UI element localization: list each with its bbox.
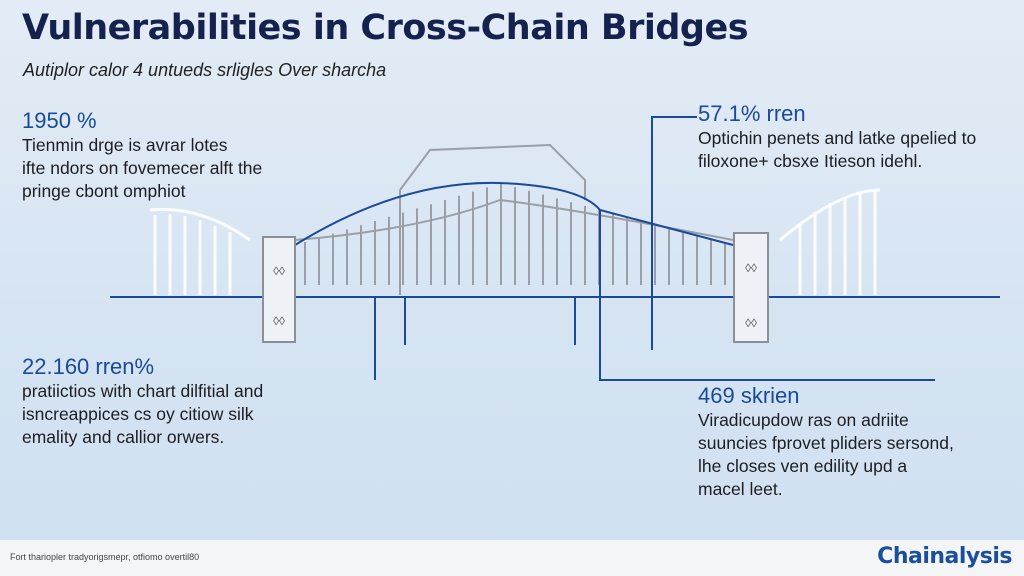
svg-text:◊◊: ◊◊ (745, 316, 757, 330)
stat-line: macel leet. (698, 479, 783, 499)
stat-top-right: 57.1% rren Optichin penets and latke qpe… (698, 101, 976, 173)
stat-line: Optichin penets and latke qpelied to (698, 128, 977, 148)
left-tower: ◊◊ ◊◊ (262, 236, 296, 343)
subtitle: Autiplor calor 4 untueds srligles Over s… (23, 60, 387, 80)
stat-value: 57.1% rren (698, 101, 806, 126)
footer: Fort thariopler tradyorigsmepr, otfiomo … (0, 540, 1024, 576)
stat-line: filoxone+ cbsxe Itieson idehl. (698, 151, 923, 171)
stat-line: emality and callior orwers. (22, 427, 225, 447)
svg-text:◊◊: ◊◊ (273, 314, 285, 328)
svg-text:◊◊: ◊◊ (273, 264, 285, 278)
stat-line: isncreappices cs oy citiow silk (22, 404, 254, 424)
stat-line: pratiictios with chart dilfitial and (22, 381, 264, 401)
stat-line: Viradicupdow ras on adriite (698, 410, 909, 430)
stat-line: Tienmin drge is avrar lotes (22, 135, 228, 155)
bridge-deck-lines (110, 116, 1000, 381)
right-ramp (779, 188, 881, 295)
stat-value: 1950 % (22, 108, 97, 133)
bridge-structure (294, 143, 734, 295)
stat-bottom-left: 22.160 rren% pratiictios with chart dilf… (22, 354, 263, 449)
stat-top-left: 1950 % Tienmin drge is avrar lotes ifte … (22, 108, 262, 203)
stat-line: pringe cbont omphiot (22, 181, 186, 201)
svg-text:◊◊: ◊◊ (745, 261, 757, 275)
stat-line: lhe closes ven edility upd a (698, 456, 908, 476)
stat-value: 22.160 rren% (22, 354, 155, 379)
right-tower: ◊◊ ◊◊ (733, 232, 769, 343)
bridge-illustration: ◊◊ ◊◊ ◊◊ ◊◊ (110, 116, 1000, 381)
footer-note: Fort thariopler tradyorigsmepr, otfiomo … (10, 552, 200, 562)
stat-line: ifte ndors on fovemecer alft the (22, 158, 263, 178)
stat-bottom-right: 469 skrien Viradicupdow ras on adriite s… (698, 383, 954, 501)
page-title: Vulnerabilities in Cross-Chain Bridges (22, 8, 749, 48)
stat-line: suuncies fprovet pliders sersond, (698, 433, 954, 453)
left-ramp (149, 207, 251, 295)
brand-logo: Chainalysis (877, 544, 1012, 569)
stat-value: 469 skrien (698, 383, 800, 408)
